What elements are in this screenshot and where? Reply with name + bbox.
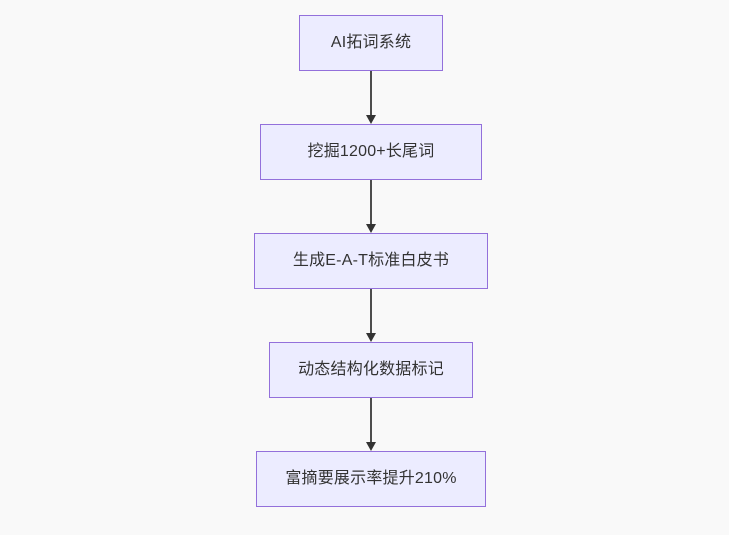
flow-node-1-label: AI拓词系统 — [330, 34, 412, 51]
arrow-line — [370, 71, 372, 116]
flow-arrow-2 — [365, 180, 377, 233]
arrow-line — [370, 180, 372, 225]
arrow-line — [370, 398, 372, 443]
flow-arrow-4 — [365, 398, 377, 451]
flow-node-3: 生成E-A-T标准白皮书 — [254, 233, 488, 289]
flow-arrow-3 — [365, 289, 377, 342]
arrow-head-icon — [366, 442, 376, 451]
flow-node-4-label: 动态结构化数据标记 — [298, 361, 444, 378]
flow-node-2-label: 挖掘1200+长尾词 — [307, 143, 435, 160]
arrow-head-icon — [366, 333, 376, 342]
arrow-head-icon — [366, 115, 376, 124]
flowchart: AI拓词系统 挖掘1200+长尾词 生成E-A-T标准白皮书 动态结构化数据标记… — [254, 15, 488, 507]
flow-node-3-label: 生成E-A-T标准白皮书 — [292, 252, 450, 269]
flow-node-5-label: 富摘要展示率提升210% — [285, 470, 457, 487]
arrow-line — [370, 289, 372, 334]
flow-node-2: 挖掘1200+长尾词 — [260, 124, 482, 180]
flow-node-1: AI拓词系统 — [299, 15, 443, 71]
flow-arrow-1 — [365, 71, 377, 124]
arrow-head-icon — [366, 224, 376, 233]
flow-node-5: 富摘要展示率提升210% — [256, 451, 486, 507]
flow-node-4: 动态结构化数据标记 — [269, 342, 473, 398]
